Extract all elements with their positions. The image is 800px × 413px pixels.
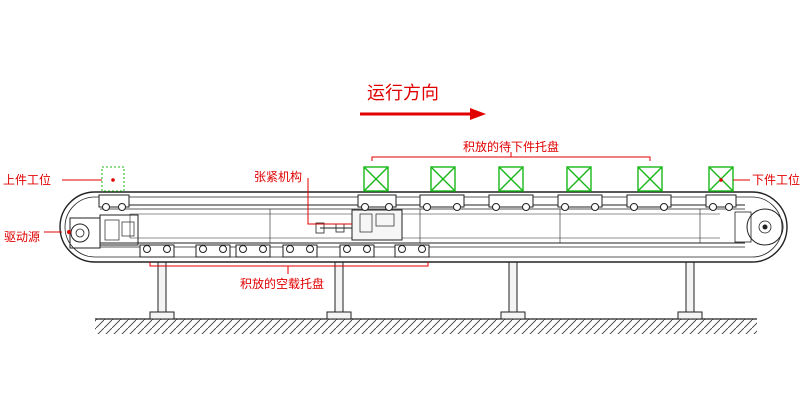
floor [95,318,757,334]
loading-station-pallet [101,166,125,192]
annotation-leaders [44,152,750,274]
waiting-pallets [363,166,734,192]
tensioner-label: 张紧机构 [254,170,303,184]
lower-carriers [139,244,430,258]
upper-carriers [98,194,737,211]
loading-station-label: 上件工位 [3,173,52,187]
unloading-station-label: 下件工位 [752,173,800,187]
drive-label: 驱动源 [4,230,41,244]
pallets-waiting-label: 积放的待下件托盘 [463,140,560,154]
direction-arrow [360,108,486,120]
support-legs [149,261,703,320]
tensioner-mechanism [315,209,403,241]
pallets-empty-label: 积放的空载托盘 [240,277,325,291]
tail-sprocket [734,208,784,246]
direction-label: 运行方向 [367,83,439,104]
